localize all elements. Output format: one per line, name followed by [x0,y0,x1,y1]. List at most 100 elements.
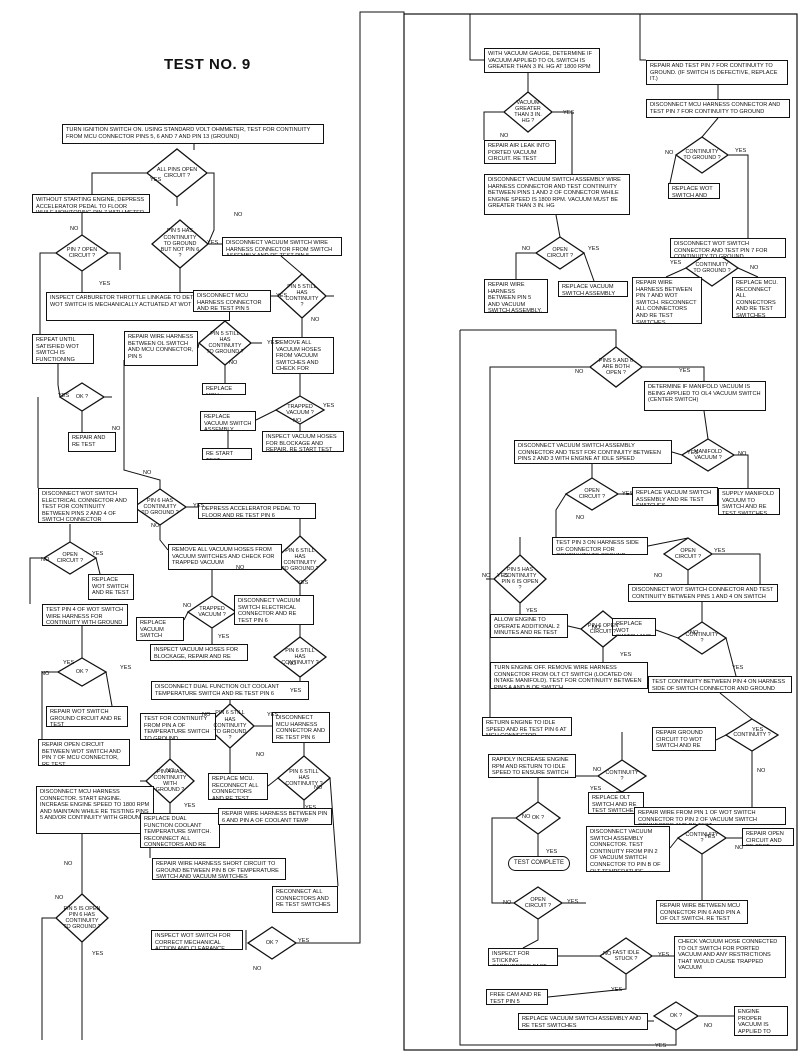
no-label: NO [236,565,245,571]
no-label: NO [41,557,50,563]
decision-diamond-pin6-still4 [276,755,332,801]
flow-connector [29,557,44,604]
decision-diamond-pin5-cont [151,219,209,269]
flow-connector [583,252,595,282]
yes-label: YES [714,548,726,554]
flow-connector [552,111,573,174]
decision-diamond-open5 [512,886,564,920]
flow-connector [639,14,646,61]
decision-text-pin6-still: PIN 6 STILL HAS CONTINUITY TO GROUND ? [281,547,319,573]
flow-connector [159,525,169,551]
step-box-replace-vac-sw: REPLACE VACUUM SWITCH ASSEMBLY AND RE TE… [136,617,184,641]
no-label: NO [750,265,759,271]
step-box-repair-short: REPAIR WIRE HARNESS SHORT CIRCUIT TO GRO… [152,858,286,880]
step-box-repair-wot-ground: REPAIR WOT SWITCH GROUND CIRCUIT AND RE … [46,706,128,727]
decision-text-ok4: OK ? [531,814,545,821]
step-box-disc-vac-elec: DISCONNECT VACUUM SWITCH ELECTRICAL CONN… [234,595,314,625]
step-box-inspect-vac2: INSPECT VACUUM HOSES FOR BLOCKAGE, REPAI… [150,644,248,661]
step-box-disc-mcu-pin5: DISCONNECT MCU HARNESS CONNECTOR AND RE … [193,290,271,312]
flow-connector [669,837,679,849]
flow-connector [715,734,727,741]
step-box-replace-olt: REPLACE OLT SWITCH AND RE TEST SWITCHES [588,792,644,814]
flow-connector [665,267,687,278]
flow-connector [41,917,56,1040]
yes-label: YES [620,652,632,658]
step-box-replace-wot-c: REPLACE WOT SWITCH AND RE TEST [612,618,656,636]
decision-diamond-trapped [274,395,326,425]
no-label: NO [64,861,73,867]
step-box-inspect-sticking: INSPECT FOR STICKING CARBURETOR FAST IDL… [488,948,558,966]
decision-diamond-continuity3 [724,718,780,752]
decision-text-open5: OPEN CIRCUIT ? [524,896,552,909]
step-box-replace-vac-assy2: REPLACE VACUUM SWITCH ASSEMBLY AND RE TE… [558,281,628,297]
no-label: NO [503,900,512,906]
decision-text-pin6-still3: PIN 6 STILL HAS CONTINUITY TO GROUND ? [213,710,247,742]
step-box-free-cam: FREE CAM AND RE TEST PIN 5 [486,989,548,1005]
step-box-disc-wot: DISCONNECT WOT SWITCH ELECTRICAL CONNECT… [38,488,138,523]
decision-diamond-ok1 [58,382,106,412]
step-box-test-pin-a: TEST FOR CONTINUITY FROM PIN A OF TEMPER… [140,713,216,740]
step-box-replace-vac-assy3: REPLACE VACUUM SWITCH ASSEMBLY AND RE TE… [632,487,718,506]
decision-text-continuity4: CONTINUITY ? [685,831,719,844]
no-label: NO [704,1023,713,1029]
no-label: NO [592,625,601,631]
yes-label: YES [590,786,602,792]
flow-connector [734,454,749,488]
flow-connector [725,637,737,677]
decision-text-ok1: OK ? [75,393,89,400]
flow-connector [296,11,405,944]
step-box-remove-vac2: REMOVE ALL VACUUM HOSES FROM VACUUM SWIT… [168,544,282,570]
flow-connector [483,111,504,140]
flow-connector [207,172,215,245]
no-label: NO [576,515,585,521]
step-box-replace-mcu: REPLACE MCU [202,383,246,395]
flow-connector [105,671,113,707]
no-label: NO [41,671,50,677]
step-box-replace-wot-a: REPLACE WOT SWITCH AND RE TEST [88,574,134,600]
flow-connector [671,451,683,456]
no-label: NO [183,603,192,609]
decision-diamond-continuity1 [676,621,728,655]
decision-text-trapped2: TRAPPED VACUUM ? [198,605,226,618]
decision-text-pin5-still2: PIN 5 STILL HAS CONTINUITY TO GROUND ? [206,330,244,356]
no-label: NO [735,845,744,851]
flow-connector [491,817,516,904]
step-box-repair-test-pin7: REPAIR AND TEST PIN 7 FOR CONTINUITY TO … [646,60,788,85]
flow-connector [91,172,147,194]
step-box-allow-engine: ALLOW ENGINE TO OPERATE ADDITIONAL 2 MIN… [490,614,568,638]
flow-connector [41,671,58,739]
no-label: NO [575,369,584,375]
yes-label: YES [305,805,317,811]
yes-label: YES [732,665,744,671]
decision-diamond-ok5 [652,1001,700,1031]
yes-label: YES [290,688,302,694]
yes-label: YES [704,834,716,840]
decision-text-pin6-cont: PIN 6 HAS CONTINUITY TO GROUND ? [141,497,179,517]
step-box-repair-harness-5b: REPAIR WIRE HARNESS BETWEEN PIN 5 AND VA… [484,279,548,313]
flow-connector [547,974,627,998]
yes-label: YES [526,608,538,614]
flow-connector [522,919,539,949]
step-box-test-pin4: TEST PIN 4 OF WOT SWITCH WIRE HARNESS FO… [42,604,128,626]
step-box-disc-vac-assy-1800: DISCONNECT VACUUM SWITCH ASSEMBLY WIRE H… [484,174,630,215]
decision-diamond-pin6-cont [132,488,188,526]
step-box-repair-open: REPAIR OPEN CIRCUIT BETWEEN WOT SWITCH A… [38,739,130,766]
flow-connector [701,117,719,138]
no-label: NO [738,451,747,457]
no-label: NO [293,418,302,424]
yes-label: YES [735,148,747,154]
yes-label: YES [63,660,75,666]
flow-connector [719,692,753,720]
step-box-reconnect: RECONNECT ALL CONNECTORS AND RE TEST SWI… [272,886,338,913]
flow-connector [737,267,759,278]
decision-text-open2: OPEN CIRCUIT ? [546,246,574,259]
no-label: NO [253,966,262,972]
step-box-replace-mcu-b: REPLACE MCU. RECONNECT ALL CONNECTORS AN… [732,277,786,318]
step-box-disc-vac-wire: DISCONNECT VACUUM SWITCH WIRE HARNESS CO… [222,237,342,256]
test-complete-terminal: TEST COMPLETE [508,856,570,871]
flow-connector [567,625,582,630]
decision-text-open4: OPEN CIRCUIT ? [674,547,702,560]
yes-label: YES [588,246,600,252]
no-label: NO [314,785,323,791]
